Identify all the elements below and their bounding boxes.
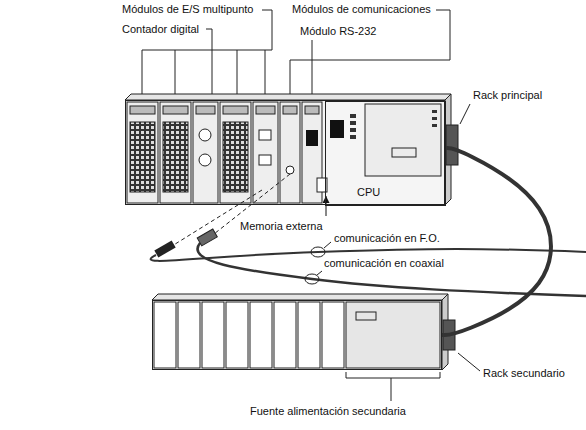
coax-plug (197, 229, 217, 246)
led-strip (256, 106, 275, 114)
rack-label: Rack principal (473, 89, 542, 102)
cpu-cover (365, 104, 441, 176)
bracket-tick (142, 50, 143, 94)
led-strip (223, 106, 248, 114)
bracket-tick (440, 372, 441, 378)
io-module (127, 102, 158, 203)
io-module (160, 102, 191, 203)
led-strip (305, 106, 319, 114)
power-supply (346, 302, 440, 368)
leader-line (262, 10, 272, 50)
empty-slot (154, 302, 176, 368)
cpu-display (330, 120, 344, 138)
part-label: Contador digital (122, 23, 199, 36)
cpu-led (432, 110, 437, 113)
callout-ring (305, 274, 319, 284)
leader-line (458, 353, 480, 371)
rack-box: CPURack principal (125, 100, 445, 205)
callout-ring (311, 247, 325, 257)
bracket-tick (237, 50, 238, 94)
rack-front (125, 100, 445, 205)
empty-slot (226, 302, 248, 368)
bracket-tick (346, 372, 347, 378)
led-strip (196, 106, 215, 114)
counter-dial (199, 129, 211, 141)
led-strip (130, 106, 155, 114)
cpu-led (350, 135, 356, 139)
led-strip (163, 106, 188, 114)
cpu-led (350, 128, 356, 132)
leader-line (391, 378, 392, 401)
cpu-label: CPU (357, 186, 380, 199)
rs232-port (306, 130, 318, 146)
part-label: Módulo RS-232 (300, 25, 376, 38)
part-label: Memoria externa (240, 220, 323, 233)
leader-line (312, 40, 313, 94)
cpu-led (432, 117, 437, 120)
leader-line (317, 271, 322, 275)
empty-slot (250, 302, 272, 368)
rack-front (152, 300, 442, 370)
bracket-line (142, 50, 272, 51)
power-switch (356, 312, 376, 320)
empty-slot (298, 302, 320, 368)
leader-line (290, 10, 450, 94)
cpu-led (350, 121, 356, 125)
counter-dial (199, 154, 211, 166)
io-module (220, 102, 251, 203)
cable-label: comunicación en F.O. (334, 232, 440, 245)
bracket-line (346, 378, 440, 379)
leader-line (460, 104, 470, 124)
terminal-block (223, 122, 248, 192)
empty-slot (274, 302, 296, 368)
rack-cable (442, 148, 551, 335)
part-label: Fuente alimentación secundaria (250, 405, 406, 418)
rack-label: Rack secundario (483, 367, 565, 380)
terminal-block (163, 122, 188, 192)
terminal-block (130, 122, 155, 192)
bracket-tick (265, 50, 266, 94)
cpu-window (392, 148, 416, 157)
dashed-link (172, 190, 262, 246)
leader-line (324, 242, 331, 248)
counter-module (193, 102, 218, 203)
empty-slot (178, 302, 200, 368)
cpu-led (350, 114, 356, 118)
bracket-tick (175, 50, 176, 94)
leader-line (206, 29, 212, 94)
fiber-plug (154, 241, 175, 258)
cable-label: comunicación en coaxial (324, 257, 444, 270)
rack-box: Rack secundario (152, 300, 442, 370)
cpu-module: CPU (325, 101, 446, 206)
io-module (253, 102, 278, 203)
coax-port (286, 166, 294, 174)
coax-cable (198, 243, 586, 296)
rack-connector (446, 125, 458, 165)
empty-slot (202, 302, 224, 368)
part-label: Módulos de E/S multipunto (122, 3, 253, 16)
part-label: Módulos de comunicaciones (292, 3, 431, 16)
cpu-led (432, 124, 437, 127)
comms-module (280, 102, 300, 203)
io-window (259, 130, 271, 140)
empty-slot (322, 302, 344, 368)
io-window (259, 155, 271, 165)
led-strip (283, 106, 297, 114)
